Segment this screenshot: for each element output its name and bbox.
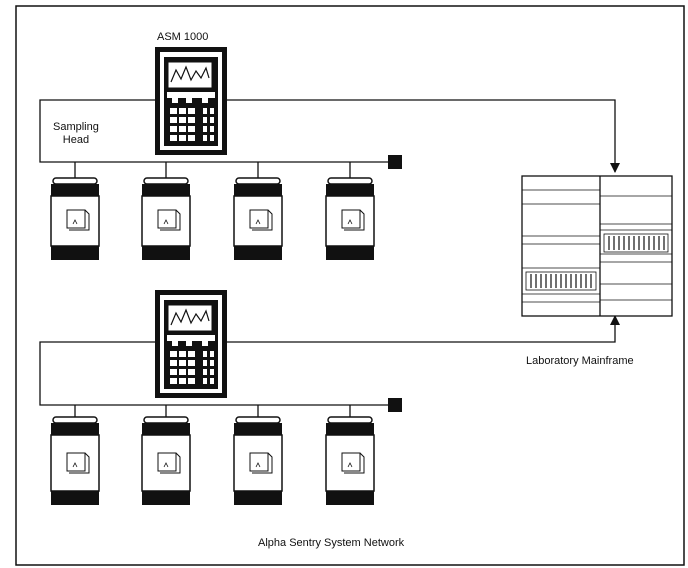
asm-1000-label: ASM 1000 <box>157 31 209 43</box>
laboratory-mainframe <box>521 175 673 317</box>
drum-bottom-2 <box>141 405 191 505</box>
drum-top-4 <box>325 162 375 260</box>
mainframe-link-bottom <box>227 315 620 343</box>
drum-bottom-3 <box>233 405 283 505</box>
diagram-caption: Alpha Sentry System Network <box>258 537 405 549</box>
bus-terminator-top <box>388 155 402 169</box>
drum-top-3 <box>233 162 283 260</box>
asm-unit-bottom <box>155 290 227 398</box>
laboratory-mainframe-label: Laboratory Mainframe <box>526 355 634 367</box>
sampling-head-label: Sampling Head <box>53 121 99 146</box>
drum-top-1 <box>50 162 100 260</box>
drum-bottom-1 <box>50 405 100 505</box>
network-group-top <box>39 47 620 260</box>
asm-unit-top <box>155 47 227 155</box>
network-group-bottom <box>39 290 620 505</box>
drum-top-2 <box>141 162 191 260</box>
outer-border <box>15 5 685 566</box>
mainframe-link-top <box>227 99 620 173</box>
bus-terminator-bottom <box>388 398 402 412</box>
bus-loop-top <box>39 99 155 163</box>
bus-loop-bottom <box>39 341 155 406</box>
drum-bottom-4 <box>325 405 375 505</box>
